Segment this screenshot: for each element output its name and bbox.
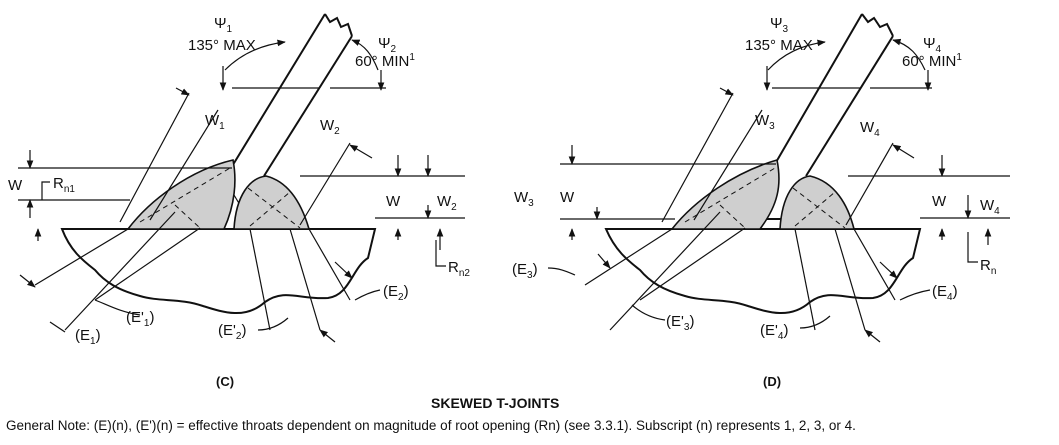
e1-ext-a bbox=[34, 228, 129, 286]
e4-label: (E4) bbox=[932, 283, 958, 303]
ep1-leader bbox=[94, 299, 141, 316]
e2-arrow bbox=[334, 261, 353, 279]
psi4-symbol: Ψ4 bbox=[923, 35, 942, 55]
w4-dim-label: W4 bbox=[980, 197, 1000, 217]
e1-label: (E1) bbox=[75, 327, 101, 347]
w-dim-left-d: W bbox=[560, 189, 575, 206]
ep4-label: (E'4) bbox=[760, 322, 788, 342]
ep4-ext-b bbox=[834, 228, 866, 331]
e3-leader bbox=[547, 267, 576, 276]
e4-leader bbox=[899, 289, 931, 301]
psi3-arc bbox=[767, 39, 826, 71]
member-break-c bbox=[324, 13, 353, 37]
throat-dash-d2 bbox=[719, 204, 746, 229]
weld-left-d bbox=[670, 158, 780, 230]
psi2-symbol: Ψ2 bbox=[378, 35, 397, 55]
e4-arrow bbox=[879, 261, 898, 279]
member-edge-right-c bbox=[263, 35, 353, 177]
rn-label: Rn bbox=[980, 257, 996, 277]
psi1-symbol: Ψ1 bbox=[214, 15, 233, 35]
psi2-arc bbox=[351, 39, 379, 71]
general-note: General Note: (E)(n), (E')(n) = effectiv… bbox=[6, 418, 856, 433]
member-edge-left-d bbox=[774, 13, 863, 165]
caption-c: (C) bbox=[216, 374, 234, 389]
ep3-leader bbox=[631, 304, 666, 321]
ep3-label: (E'3) bbox=[666, 313, 694, 333]
psi4-value: 60° MIN1 bbox=[902, 52, 962, 70]
ep2-ext-a bbox=[249, 228, 271, 331]
psi2-value: 60° MIN1 bbox=[355, 52, 415, 70]
e3-ext-a bbox=[584, 228, 673, 286]
rn-leader bbox=[967, 232, 978, 263]
w2-label: W2 bbox=[320, 117, 340, 137]
w3-label: W3 bbox=[755, 112, 775, 132]
w1-arrow-a bbox=[175, 87, 190, 96]
psi1-arc bbox=[224, 39, 286, 71]
member-edge-right-d bbox=[805, 35, 894, 177]
ep2-ext-b bbox=[289, 228, 321, 331]
w3-ext-a bbox=[661, 92, 734, 223]
member-break-d bbox=[861, 13, 894, 37]
e1-leader bbox=[49, 321, 66, 333]
rn1-label: Rn1 bbox=[53, 175, 75, 195]
ep4-arrow bbox=[864, 329, 881, 343]
e2-label: (E2) bbox=[383, 283, 409, 303]
ep4-leader bbox=[799, 315, 831, 329]
w-dim-left-c: W bbox=[8, 177, 23, 194]
w-dim-right-c: W bbox=[386, 193, 401, 210]
w3-arrow bbox=[719, 87, 734, 96]
w-dim-right-d: W bbox=[932, 193, 947, 210]
e2-leader bbox=[354, 289, 381, 301]
e3-arrow bbox=[597, 253, 611, 269]
ep1-label: (E'1) bbox=[126, 309, 154, 329]
w2-ext-a bbox=[299, 142, 351, 226]
weld-left-c bbox=[126, 159, 236, 230]
throat-dash-c4 bbox=[247, 187, 301, 229]
ep2-label: (E'2) bbox=[218, 322, 246, 342]
weld-right-c bbox=[233, 175, 311, 230]
panel-c bbox=[18, 13, 465, 343]
ep2-leader bbox=[257, 317, 289, 331]
psi3-symbol: Ψ3 bbox=[770, 15, 789, 35]
weld-right-d bbox=[779, 175, 856, 230]
e4-ext-a bbox=[853, 228, 896, 301]
psi1-value: 135° MAX bbox=[188, 37, 256, 54]
psi3-value: 135° MAX bbox=[745, 37, 813, 54]
e3-ext-b bbox=[609, 211, 721, 331]
w2-arrow bbox=[349, 144, 373, 159]
e3-label: (E3) bbox=[512, 261, 538, 281]
figure-title: SKEWED T-JOINTS bbox=[431, 395, 559, 411]
w3-ext-b bbox=[693, 109, 763, 221]
w4-label: W4 bbox=[860, 119, 880, 139]
rn2-label: Rn2 bbox=[448, 259, 470, 279]
base-plate-d bbox=[604, 228, 922, 315]
w2-dim-label: W2 bbox=[437, 193, 457, 213]
ep1-ext bbox=[94, 227, 201, 301]
throat-dash-c2 bbox=[174, 204, 201, 229]
w1-ext-b bbox=[149, 109, 219, 221]
w1-ext-a bbox=[119, 92, 190, 223]
e1-ext-b bbox=[64, 211, 176, 331]
e2-ext-a bbox=[308, 228, 351, 301]
throat-dash-d4 bbox=[792, 187, 846, 229]
ep4-ext-a bbox=[794, 228, 816, 331]
rn2-leader bbox=[435, 240, 446, 267]
ep2-arrow bbox=[319, 329, 336, 343]
caption-d: (D) bbox=[763, 374, 781, 389]
w3-dim-label: W3 bbox=[514, 189, 534, 209]
w4-ext-a bbox=[845, 142, 894, 226]
member-edge-left-c bbox=[230, 13, 326, 169]
base-plate-c bbox=[60, 228, 377, 315]
w4-arrow bbox=[892, 144, 915, 159]
rn1-leader bbox=[41, 181, 50, 200]
e1-arrow bbox=[19, 274, 36, 288]
psi4-arc bbox=[892, 38, 926, 71]
panel-d bbox=[547, 13, 1010, 343]
ep3-ext bbox=[639, 227, 746, 301]
w1-label: W1 bbox=[205, 112, 225, 132]
